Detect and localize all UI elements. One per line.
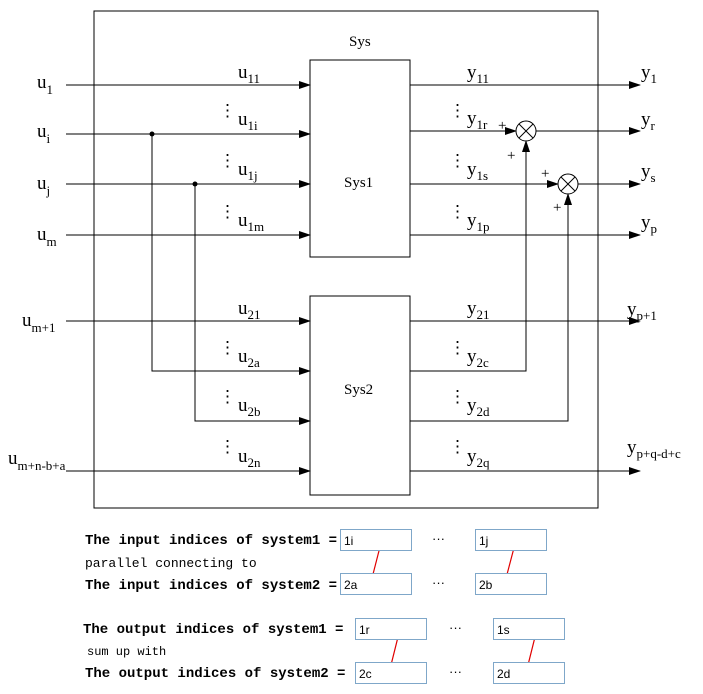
label-u21: u21 [238, 298, 261, 322]
vdots: ⋮ [219, 387, 236, 406]
label-u2a: u2a [238, 346, 260, 370]
branch-line-uj-to-u2b [194, 184, 311, 425]
plus-sign-s-left: + [541, 166, 549, 182]
outer-system-box [93, 10, 599, 509]
sys2-block [309, 295, 411, 496]
label-u11: u11 [238, 62, 260, 86]
label-yp: yp [641, 212, 657, 236]
label-y1: y1 [641, 62, 657, 86]
outer-system-label: Sys [349, 34, 371, 50]
label-y11: y11 [467, 62, 489, 86]
ellipsis: ··· [449, 620, 462, 635]
in2-last-field[interactable]: 2b [475, 573, 547, 595]
label-umnba: um+n-b+a [8, 448, 66, 473]
input-sys1-label: The input indices of system1 = [85, 533, 338, 549]
vdots: ⋮ [219, 338, 236, 357]
vdots: ⋮ [449, 151, 466, 170]
label-y1s: y1s [467, 159, 488, 183]
input-sys2-label: The input indices of system2 = [85, 578, 338, 594]
in2-first-field[interactable]: 2a [340, 573, 412, 595]
label-y1p: y1p [467, 210, 490, 234]
vdots: ⋮ [219, 101, 236, 120]
vdots: ⋮ [449, 202, 466, 221]
label-yp1: yp+1 [627, 299, 657, 323]
label-u1m: u1m [238, 210, 264, 234]
label-ui: ui [37, 121, 51, 146]
vdots: ⋮ [219, 151, 236, 170]
sum-text: sum up with [87, 645, 167, 659]
vdots: ⋮ [449, 387, 466, 406]
vdots: ⋮ [449, 338, 466, 357]
plus-sign-r-left: + [498, 118, 506, 134]
out2-first-field[interactable]: 2c [355, 662, 427, 684]
vdots: ⋮ [449, 437, 466, 456]
label-y2q: y2q [467, 446, 490, 470]
label-u1j: u1j [238, 159, 258, 183]
plus-sign-r-bottom: + [507, 148, 515, 164]
label-y2c: y2c [467, 346, 489, 370]
sys1-block [309, 59, 411, 258]
label-u1i: u1i [238, 109, 258, 133]
vdots-group: ⋮ ⋮ ⋮ ⋮ ⋮ ⋮ ⋮ ⋮ ⋮ ⋮ ⋮ ⋮ [219, 101, 466, 456]
label-ys: ys [641, 161, 656, 185]
label-y1r: y1r [467, 108, 488, 132]
out1-first-field[interactable]: 1r [355, 618, 427, 640]
sys1-label: Sys1 [344, 175, 373, 191]
parallel-text: parallel connecting to [85, 556, 257, 571]
label-uj: uj [37, 173, 50, 198]
label-u2n: u2n [238, 446, 261, 470]
ellipsis: ··· [449, 664, 462, 679]
label-yr: yr [641, 109, 656, 133]
sys2-label: Sys2 [344, 382, 373, 398]
in1-first-field[interactable]: 1i [340, 529, 412, 551]
label-um: um [37, 224, 57, 249]
vdots: ⋮ [219, 437, 236, 456]
label-u2b: u2b [238, 395, 261, 419]
out2-last-field[interactable]: 2d [493, 662, 565, 684]
branch-line-ui-to-u2a [151, 134, 311, 375]
label-y21: y21 [467, 298, 490, 322]
out1-last-field[interactable]: 1s [493, 618, 565, 640]
label-ypqdc: yp+q-d+c [627, 437, 681, 461]
ellipsis: ··· [432, 531, 445, 546]
vdots: ⋮ [449, 101, 466, 120]
output-sys1-label: The output indices of system1 = [83, 622, 344, 638]
label-u1: u1 [37, 72, 53, 97]
in1-last-field[interactable]: 1j [475, 529, 547, 551]
ellipsis: ··· [432, 575, 445, 590]
plus-sign-s-bottom: + [553, 200, 561, 216]
label-um1: um+1 [22, 310, 55, 335]
feed-line-y2c [410, 140, 530, 372]
label-y2d: y2d [467, 395, 490, 419]
vdots: ⋮ [219, 202, 236, 221]
output-sys2-label: The output indices of system2 = [85, 666, 346, 682]
feed-line-y2d [410, 193, 572, 422]
